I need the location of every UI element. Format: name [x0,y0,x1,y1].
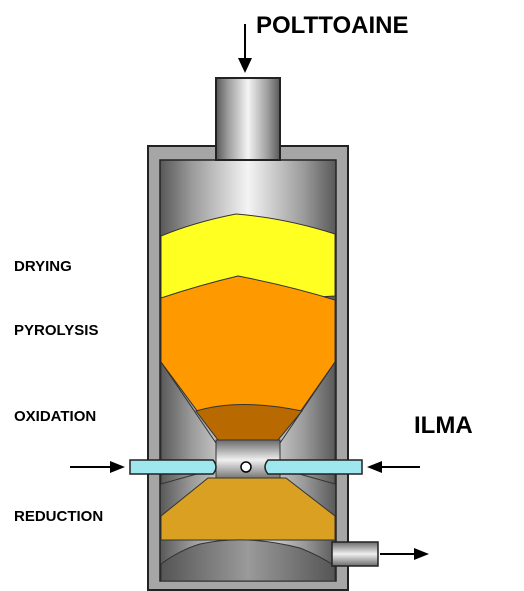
oxidation-zone [195,404,303,441]
air-pipe-left [129,459,217,475]
air-pipe-right [264,459,363,475]
ash-bed [160,539,336,582]
air-arrow-right [367,461,420,473]
air-arrow-left [70,461,125,473]
feed-pipe [215,77,281,161]
zone-label-oxidation: OXIDATION [14,408,97,425]
zone-label-reduction: REDUCTION [14,508,104,525]
pyrolysis-zone [160,275,336,413]
fuel-arrow [238,24,252,73]
gas-outlet-pipe [331,541,379,567]
drying-zone [160,213,336,307]
zone-label-drying: DRYING [14,258,72,275]
zone-label-pyrolysis: PYROLYSIS [14,322,99,339]
fuel-input-label: POLTTOAINE [256,12,409,39]
gas-outlet-arrow [380,548,429,560]
air-input-label: ILMA [414,412,473,439]
throat-nozzle-hole [240,461,252,473]
reduction-zone [160,477,336,541]
